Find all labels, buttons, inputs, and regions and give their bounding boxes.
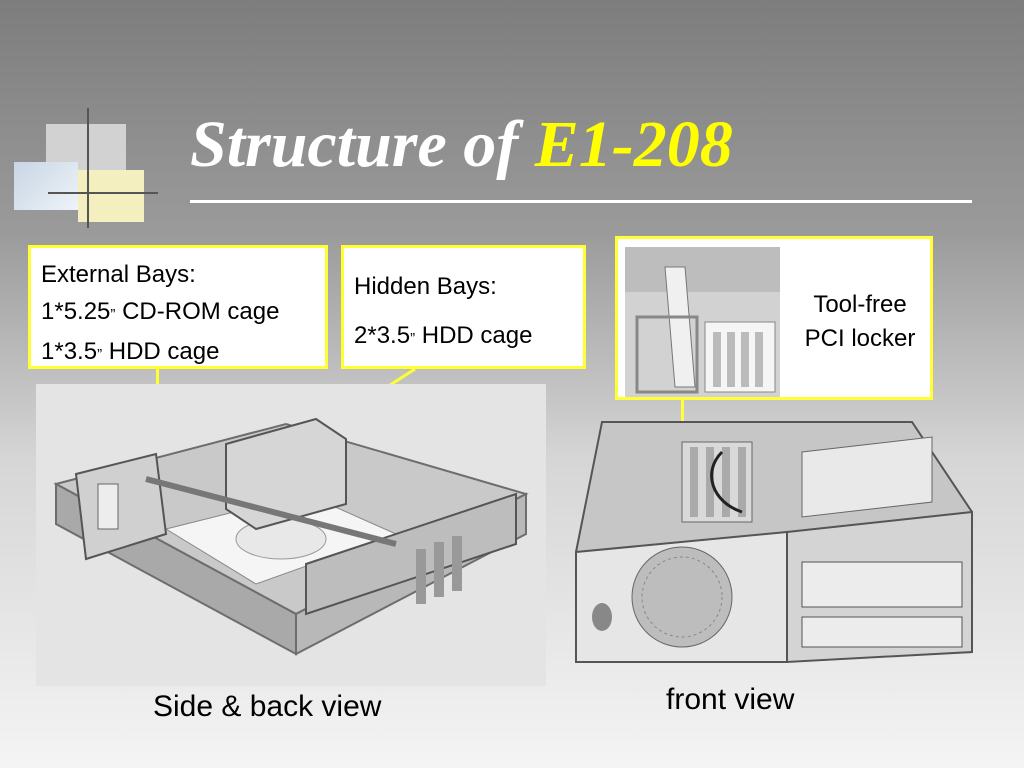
chassis-front-photo (572, 412, 980, 670)
external-bays-line-2-size: 1*3.5 (41, 338, 98, 365)
pci-locker-callout: Tool-free PCI locker (615, 236, 933, 400)
title-model: E1-208 (534, 108, 733, 181)
inch-mark: ” (110, 306, 116, 323)
hidden-bays-line-1-size: 2*3.5 (354, 322, 411, 349)
pci-label-line-2: PCI locker (804, 325, 916, 352)
external-bays-line-1-size: 1*5.25 (41, 298, 111, 325)
slide-title: Structure of E1-208 (190, 112, 733, 178)
pci-locker-connector (681, 400, 684, 440)
external-bays-callout: External Bays: 1*5.25” CD-ROM cage 1*3.5… (28, 245, 328, 369)
title-main: Structure of (190, 108, 519, 181)
inch-mark: ” (97, 346, 103, 363)
deco-square-blue (14, 162, 78, 210)
external-bays-heading: External Bays: (41, 261, 196, 288)
external-bays-line-1-text: CD-ROM cage (115, 298, 280, 325)
external-bays-line-2-text: HDD cage (102, 338, 220, 365)
title-underline (190, 200, 972, 203)
side-view-caption: Side & back view (153, 690, 382, 723)
deco-horizontal-line (48, 192, 158, 194)
hidden-bays-line-1: 2*3.5” HDD cage (354, 317, 583, 357)
pci-locker-label: Tool-free PCI locker (788, 288, 932, 356)
deco-square-yellow (78, 170, 144, 222)
deco-vertical-line (87, 108, 89, 228)
external-bays-line-2: 1*3.5” HDD cage (41, 333, 325, 373)
pci-locker-photo (625, 247, 780, 397)
hidden-bays-callout: Hidden Bays: 2*3.5” HDD cage (341, 245, 586, 369)
hidden-bays-line-1-text: HDD cage (415, 322, 533, 349)
chassis-side-photo (36, 384, 546, 686)
front-view-caption: front view (666, 683, 795, 716)
hidden-bays-heading: Hidden Bays: (354, 273, 497, 300)
external-bays-line-1: 1*5.25” CD-ROM cage (41, 293, 325, 333)
inch-mark: ” (410, 330, 416, 347)
pci-label-line-1: Tool-free (813, 291, 907, 318)
